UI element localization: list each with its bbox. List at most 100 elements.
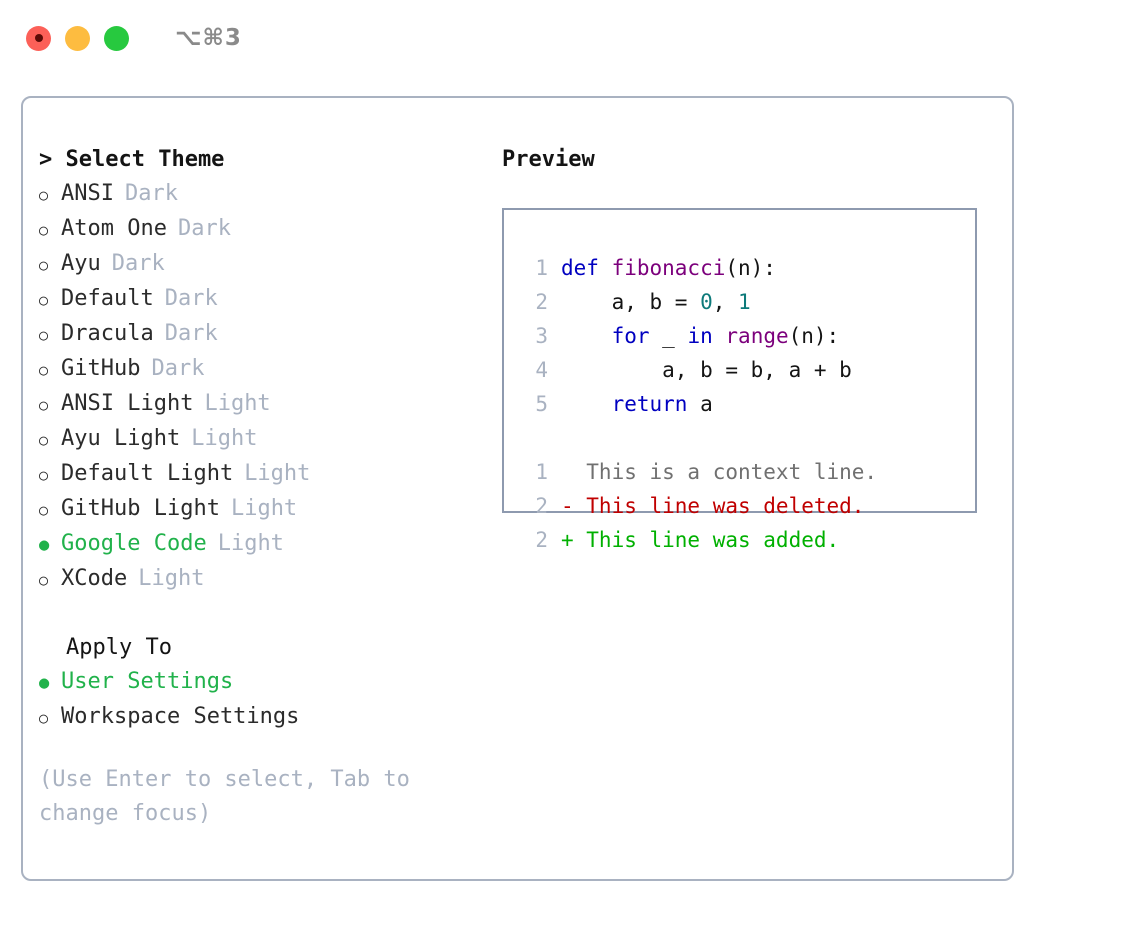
- theme-name: ANSI Light: [61, 391, 194, 416]
- code-token-keyword: def: [561, 256, 612, 280]
- title-bar: ⌥⌘3: [0, 0, 1140, 76]
- theme-name: XCode: [61, 566, 128, 591]
- theme-category-tag: Light: [138, 566, 205, 591]
- line-number: 1: [535, 460, 548, 484]
- theme-name: Dracula: [61, 321, 154, 346]
- radio-icon[interactable]: ○: [39, 396, 49, 414]
- code-line: 2 a, b = 0 , 1: [522, 285, 975, 319]
- radio-icon[interactable]: ○: [39, 291, 49, 309]
- line-number: 1: [535, 256, 548, 280]
- theme-option-dracula[interactable]: ○ Dracula Dark: [39, 317, 479, 352]
- code-token-plain: [561, 387, 612, 421]
- theme-option-google-code[interactable]: ● Google Code Light: [39, 527, 479, 562]
- preview-header: Preview: [502, 147, 595, 172]
- radio-icon[interactable]: ○: [39, 361, 49, 379]
- radio-icon[interactable]: ○: [39, 709, 49, 727]
- code-token-keyword: return: [611, 392, 688, 416]
- recording-dot-icon: [34, 34, 43, 42]
- code-line: 4 a, b = b, a + b: [522, 353, 975, 387]
- code-token-plain: (n):: [725, 256, 776, 280]
- theme-option-xcode[interactable]: ○ XCode Light: [39, 562, 479, 597]
- theme-name: Atom One: [61, 216, 167, 241]
- theme-list-column: > Select Theme ○ ANSI Dark ○ Atom One Da…: [39, 143, 479, 735]
- theme-category-tag: Light: [244, 461, 311, 486]
- line-number: 2: [535, 528, 548, 552]
- diff-line-deleted: 2 - This line was deleted.: [522, 489, 975, 523]
- select-theme-header: > Select Theme: [39, 147, 225, 172]
- diff-line-added: 2 + This line was added.: [522, 523, 975, 557]
- code-line: 5 return a: [522, 387, 975, 421]
- apply-to-section: Apply To ● User Settings ○ Workspace Set…: [39, 631, 479, 735]
- radio-icon[interactable]: ○: [39, 466, 49, 484]
- apply-to-label: User Settings: [61, 669, 234, 694]
- apply-to-option-user-settings[interactable]: ● User Settings: [39, 665, 479, 700]
- code-token-number: 1: [738, 290, 751, 314]
- radio-selected-icon[interactable]: ●: [39, 673, 50, 693]
- line-number: 4: [535, 358, 548, 382]
- theme-option-github[interactable]: ○ GitHub Dark: [39, 352, 479, 387]
- code-token-number: 0: [700, 290, 713, 314]
- theme-category-tag: Dark: [124, 181, 178, 206]
- radio-icon[interactable]: ○: [39, 501, 49, 519]
- code-line: 1 def fibonacci (n):: [522, 251, 975, 285]
- theme-option-ayu-light[interactable]: ○ Ayu Light Light: [39, 422, 479, 457]
- keyboard-hint-text: (Use Enter to select, Tab to change focu…: [39, 767, 410, 826]
- code-token-function: range: [725, 324, 789, 348]
- theme-name: Default Light: [61, 461, 234, 486]
- diff-text: This is a context line.: [561, 460, 878, 484]
- code-token-plain: [713, 319, 726, 353]
- code-token-plain: ,: [712, 290, 739, 314]
- preview-spacer: [522, 421, 975, 455]
- code-token-plain: a, b = b, a + b: [561, 358, 852, 382]
- theme-name: Ayu Light: [61, 426, 181, 451]
- theme-option-ansi-light[interactable]: ○ ANSI Light Light: [39, 387, 479, 422]
- theme-category-tag: Dark: [111, 251, 165, 276]
- radio-icon[interactable]: ○: [39, 326, 49, 344]
- theme-name: ANSI: [61, 181, 114, 206]
- code-token-plain: _: [649, 324, 688, 348]
- radio-icon[interactable]: ○: [39, 186, 49, 204]
- diff-line-context: 1 This is a context line.: [522, 455, 975, 489]
- diff-text: - This line was deleted.: [561, 494, 865, 518]
- code-token-plain: a: [687, 392, 713, 416]
- line-number: 2: [535, 290, 548, 314]
- theme-category-tag: Light: [230, 496, 298, 521]
- theme-category-tag: Light: [217, 531, 284, 556]
- apply-to-label: Workspace Settings: [61, 704, 300, 729]
- diff-text: + This line was added.: [561, 528, 840, 552]
- theme-option-default[interactable]: ○ Default Dark: [39, 282, 479, 317]
- line-number: 3: [535, 324, 548, 348]
- theme-option-ayu[interactable]: ○ Ayu Dark: [39, 247, 479, 282]
- theme-option-github-light[interactable]: ○ GitHub Light Light: [39, 492, 479, 527]
- radio-icon[interactable]: ○: [39, 221, 49, 239]
- theme-name: Default: [61, 286, 154, 311]
- code-line: 3 for _ in range (n):: [522, 319, 975, 353]
- window-controls: [26, 25, 129, 51]
- theme-option-atom-one[interactable]: ○ Atom One Dark: [39, 212, 479, 247]
- theme-option-default-light[interactable]: ○ Default Light Light: [39, 457, 479, 492]
- radio-icon[interactable]: ○: [39, 256, 49, 274]
- theme-category-tag: Dark: [164, 286, 218, 311]
- theme-category-tag: Dark: [151, 356, 205, 381]
- theme-name: GitHub: [61, 356, 141, 381]
- code-token-function: fibonacci: [611, 256, 726, 280]
- radio-icon[interactable]: ○: [39, 571, 49, 589]
- line-number: 2: [535, 494, 548, 518]
- theme-category-tag: Light: [191, 426, 258, 451]
- close-button[interactable]: [26, 25, 51, 51]
- radio-selected-icon[interactable]: ●: [39, 535, 50, 555]
- minimize-button[interactable]: [65, 25, 90, 51]
- apply-to-option-workspace-settings[interactable]: ○ Workspace Settings: [39, 700, 479, 735]
- preview-box: 1 def fibonacci (n): 2 a, b = 0 , 1 3: [502, 208, 977, 552]
- window-shortcut-label: ⌥⌘3: [175, 25, 242, 51]
- theme-selector-panel: > Select Theme ○ ANSI Dark ○ Atom One Da…: [21, 96, 1014, 881]
- maximize-button[interactable]: [104, 25, 129, 51]
- code-token-plain: (n):: [788, 324, 840, 348]
- theme-option-ansi[interactable]: ○ ANSI Dark: [39, 177, 479, 212]
- theme-name: Google Code: [61, 531, 207, 556]
- line-number: 5: [535, 392, 548, 416]
- code-token-plain: [561, 319, 612, 353]
- radio-icon[interactable]: ○: [39, 431, 49, 449]
- apply-to-header: Apply To: [66, 635, 172, 660]
